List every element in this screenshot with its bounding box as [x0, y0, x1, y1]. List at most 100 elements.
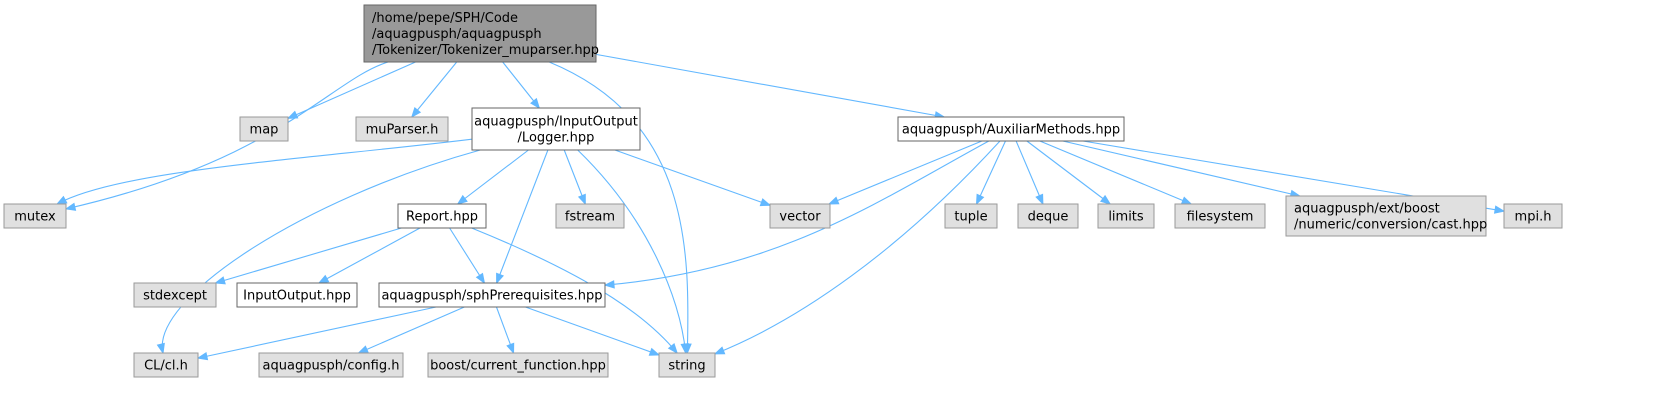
- edge-line: [828, 140, 983, 205]
- edge-auxiliar-to-sphprereq: [603, 140, 990, 289]
- edge-arrowhead: [1180, 196, 1193, 205]
- node-box: [239, 116, 289, 142]
- edge-line: [976, 140, 1006, 205]
- edge-auxiliar-to-tuple: [975, 140, 1006, 206]
- edge-root-to-mutex: [64, 61, 389, 211]
- node-auxiliar[interactable]: aquagpusph/AuxiliarMethods.hpp: [897, 116, 1125, 142]
- node-mutex: mutex: [3, 203, 67, 229]
- node-fstream: fstream: [555, 203, 625, 229]
- edge-arrowhead: [196, 351, 209, 361]
- node-label: muParser.h: [366, 123, 439, 138]
- edge-arrowhead: [475, 272, 486, 285]
- node-label: mutex: [14, 210, 56, 225]
- edge-logger-to-clcl: [156, 149, 481, 355]
- edge-line: [471, 227, 678, 354]
- edge-line: [161, 149, 481, 354]
- edge-line: [502, 61, 540, 109]
- edge-arrowhead: [286, 110, 299, 119]
- edge-line: [56, 138, 473, 205]
- node-box: [258, 352, 404, 378]
- node-box: [471, 107, 641, 151]
- node-box: [1174, 203, 1266, 229]
- edge-arrowhead: [1035, 193, 1044, 206]
- edge-auxiliar-to-filesystem: [1039, 140, 1193, 205]
- edge-arrowhead: [1493, 205, 1506, 214]
- node-logger[interactable]: aquagpusph/InputOutput/Logger.hpp: [471, 107, 641, 151]
- edge-root-to-auxiliar: [595, 53, 946, 120]
- node-config: aquagpusph/config.h: [258, 352, 404, 378]
- node-vector: vector: [769, 203, 831, 229]
- edge-auxiliar-to-deque: [1015, 140, 1044, 206]
- node-report[interactable]: Report.hpp: [397, 203, 487, 229]
- edge-sphprereq-to-config: [357, 306, 465, 354]
- edge-arrowhead: [357, 345, 369, 354]
- node-box: [355, 116, 449, 142]
- edge-line: [358, 306, 465, 354]
- node-box: [1017, 203, 1079, 229]
- edge-line: [65, 61, 389, 210]
- node-label: Report.hpp: [406, 210, 478, 225]
- node-box: [944, 203, 998, 229]
- edge-arrowhead: [456, 194, 468, 205]
- node-label: /Tokenizer/Tokenizer_muparser.hpp: [372, 43, 599, 58]
- node-label: /aquagpusph/aquagpusph: [372, 27, 542, 42]
- node-label: tuple: [954, 210, 987, 225]
- node-label: aquagpusph/sphPrerequisites.hpp: [381, 289, 602, 304]
- edge-root-to-logger: [502, 61, 541, 110]
- node-root[interactable]: /home/pepe/SPH/Code/aquagpusph/aquagpusp…: [363, 4, 599, 63]
- node-label: map: [250, 123, 279, 138]
- edge-line: [604, 140, 990, 286]
- node-map: map: [239, 116, 289, 142]
- node-box: [658, 352, 716, 378]
- edge-line: [1062, 140, 1300, 197]
- edge-sphprereq-to-boostfn: [495, 306, 515, 355]
- node-label: /Logger.hpp: [518, 131, 595, 146]
- edge-auxiliar-to-boostcast: [1062, 140, 1302, 198]
- edge-report-to-string: [471, 227, 679, 355]
- node-label: aquagpusph/InputOutput: [474, 115, 638, 130]
- node-label: aquagpusph/ext/boost: [1294, 202, 1440, 217]
- edge-arrowhead: [667, 342, 679, 355]
- edge-arrowhead: [214, 276, 226, 285]
- edge-line: [595, 53, 945, 118]
- edge-logger-to-report: [456, 149, 529, 205]
- node-label: /numeric/conversion/cast.hpp: [1294, 218, 1487, 233]
- edge-arrowhead: [156, 342, 165, 355]
- node-limits: limits: [1097, 203, 1155, 229]
- edge-auxiliar-to-vector: [827, 140, 983, 205]
- node-tuple: tuple: [944, 203, 998, 229]
- node-muparser: muParser.h: [355, 116, 449, 142]
- node-box: [555, 203, 625, 229]
- node-box: [1097, 203, 1155, 229]
- node-box: [363, 4, 597, 63]
- node-clcl: CL/cl.h: [133, 352, 199, 378]
- edge-report-to-stdexcept: [214, 227, 402, 285]
- node-inputoutput[interactable]: InputOutput.hpp: [236, 282, 358, 308]
- edge-arrowhead: [496, 272, 504, 285]
- node-label: aquagpusph/config.h: [263, 359, 400, 374]
- edge-line: [1015, 140, 1044, 205]
- edge-arrowhead: [648, 347, 661, 356]
- node-label: aquagpusph/AuxiliarMethods.hpp: [902, 123, 1120, 138]
- node-label: deque: [1028, 210, 1069, 225]
- edge-line: [563, 149, 586, 205]
- node-box: [397, 203, 487, 229]
- node-label: InputOutput.hpp: [243, 289, 351, 304]
- edge-arrowhead: [55, 195, 68, 205]
- node-label: filesystem: [1187, 210, 1254, 225]
- edge-logger-to-string: [577, 149, 689, 355]
- node-mpi: mpi.h: [1503, 203, 1563, 229]
- edge-line: [525, 306, 660, 356]
- edge-arrowhead: [975, 193, 985, 206]
- edge-arrowhead: [530, 97, 541, 110]
- node-label: fstream: [565, 210, 615, 225]
- node-sphprereq[interactable]: aquagpusph/sphPrerequisites.hpp: [378, 282, 606, 308]
- edge-line: [411, 61, 458, 118]
- edge-arrowhead: [317, 274, 330, 284]
- edge-report-to-sphprereq: [449, 227, 486, 285]
- edge-line: [449, 227, 485, 284]
- edge-sphprereq-to-string: [525, 306, 661, 356]
- node-box: [897, 116, 1125, 142]
- edge-arrowhead: [577, 193, 586, 206]
